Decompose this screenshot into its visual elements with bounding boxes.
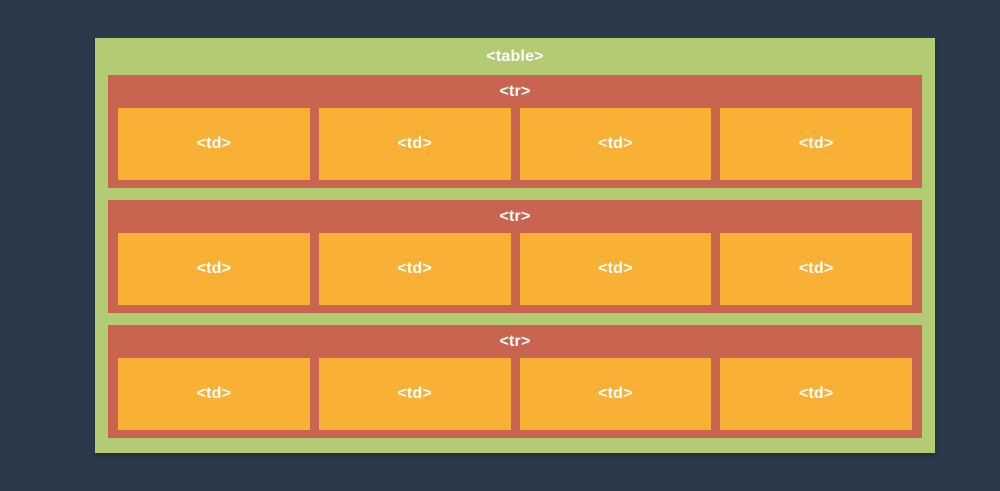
tr-label: <tr> xyxy=(499,82,531,100)
cell-group: <td> <td> <td> <td> xyxy=(118,108,912,180)
td-cell: <td> xyxy=(720,233,912,305)
table-row: <tr> <td> <td> <td> <td> xyxy=(108,325,922,438)
table-label: <table> xyxy=(486,47,544,65)
td-cell: <td> xyxy=(519,233,712,305)
td-cell: <td> xyxy=(720,358,912,430)
td-cell: <td> xyxy=(318,233,511,305)
table-row: <tr> <td> <td> <td> <td> xyxy=(108,200,922,313)
td-cell: <td> xyxy=(118,108,310,180)
table-element-box: <table> <tr> <td> <td> <td> <td> <tr> <t… xyxy=(95,38,935,453)
table-row: <tr> <td> <td> <td> <td> xyxy=(108,75,922,188)
td-cell: <td> xyxy=(519,358,712,430)
tr-label: <tr> xyxy=(499,332,531,350)
td-cell: <td> xyxy=(318,358,511,430)
td-cell: <td> xyxy=(318,108,511,180)
td-cell: <td> xyxy=(720,108,912,180)
cell-group: <td> <td> <td> <td> xyxy=(118,233,912,305)
td-cell: <td> xyxy=(118,358,310,430)
cell-group: <td> <td> <td> <td> xyxy=(118,358,912,430)
tr-label: <tr> xyxy=(499,207,531,225)
td-cell: <td> xyxy=(118,233,310,305)
td-cell: <td> xyxy=(519,108,712,180)
